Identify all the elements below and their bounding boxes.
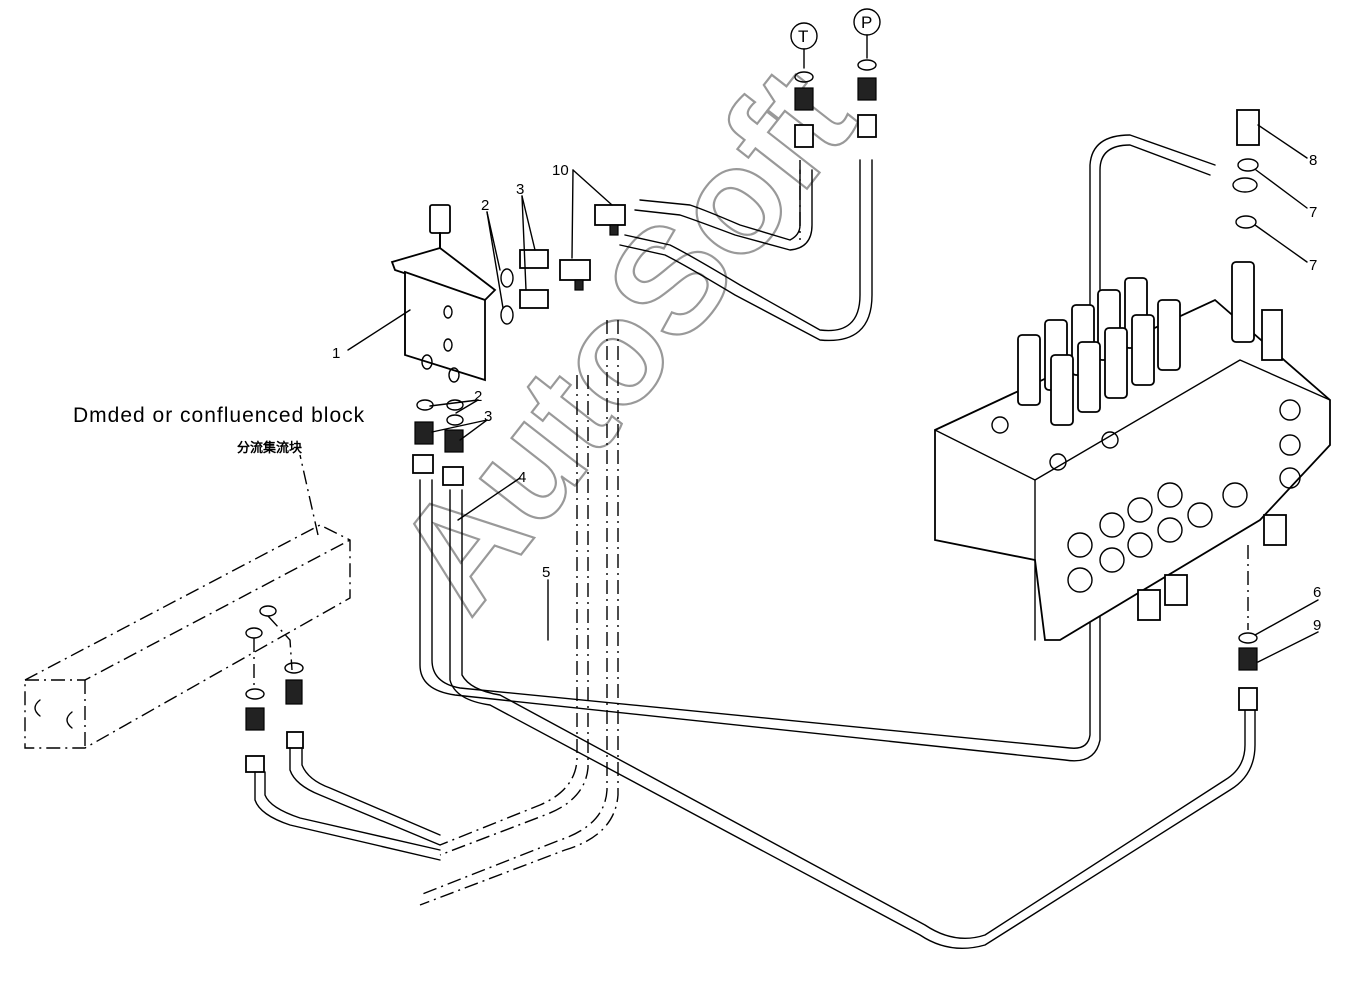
callout-4: 4	[518, 469, 526, 486]
callout-6: 6	[1313, 584, 1321, 601]
port-pressure-label: P	[861, 13, 872, 32]
valve-ports	[991, 399, 1301, 593]
callout-7a: 7	[1309, 204, 1317, 221]
callout-8: 8	[1309, 152, 1317, 169]
callout-leaders	[347, 124, 1319, 663]
valve-bottom-fittings	[1137, 309, 1287, 621]
hoses	[254, 134, 1256, 950]
callout-9: 9	[1313, 617, 1321, 634]
pilot-valve-fittings	[500, 204, 626, 325]
caption-chinese: 分流集流块	[237, 440, 303, 456]
pilot-bottom-fittings	[412, 399, 464, 486]
multiway-valve	[934, 261, 1331, 641]
block-fittings	[245, 662, 304, 773]
pilot-valve	[390, 204, 497, 383]
callout-5: 5	[542, 564, 550, 581]
caption-english: Dmded or confluenced block	[73, 404, 365, 427]
divider-confluence-block	[24, 454, 351, 749]
callout-3a: 3	[516, 181, 524, 198]
callout-2b: 2	[474, 388, 482, 405]
valve-spools	[1017, 261, 1255, 426]
callout-2a: 2	[481, 197, 489, 214]
callout-labels: 1 2 2 3 3 4 5 6 7 7 8 9 10	[332, 152, 1321, 634]
port-tank-label: T	[798, 27, 808, 46]
callout-1: 1	[332, 345, 340, 362]
callout-7b: 7	[1309, 257, 1317, 274]
callout-3b: 3	[484, 408, 492, 425]
port-fittings	[790, 8, 881, 148]
callout-10: 10	[552, 162, 569, 179]
right-fittings	[1232, 109, 1260, 711]
